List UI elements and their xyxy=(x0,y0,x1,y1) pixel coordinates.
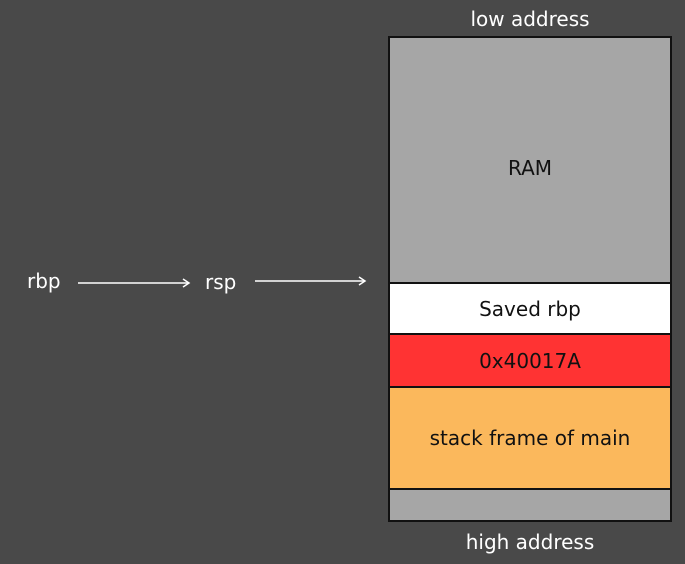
return-address-label: 0x40017A xyxy=(479,348,581,373)
rsp-pointer-label: rsp xyxy=(205,270,237,294)
ram-segment: RAM xyxy=(390,38,670,284)
ram-label: RAM xyxy=(507,156,553,180)
return-address-segment: 0x40017A xyxy=(390,335,670,388)
rsp-arrowhead xyxy=(358,276,367,286)
saved-rbp-label: Saved rbp xyxy=(479,296,581,321)
main-frame-segment: stack frame of main xyxy=(390,388,670,490)
main-frame-label: stack frame of main xyxy=(429,426,631,450)
saved-rbp-segment: Saved rbp xyxy=(390,284,670,335)
rbp-arrowhead xyxy=(182,278,191,288)
low-address-label: low address xyxy=(470,7,590,31)
rbp-pointer-label: rbp xyxy=(27,269,61,293)
high-address-label: high address xyxy=(465,530,595,554)
stack-memory-column: RAM Saved rbp 0x40017A stack frame of ma… xyxy=(388,36,672,522)
bottom-segment xyxy=(390,490,670,520)
